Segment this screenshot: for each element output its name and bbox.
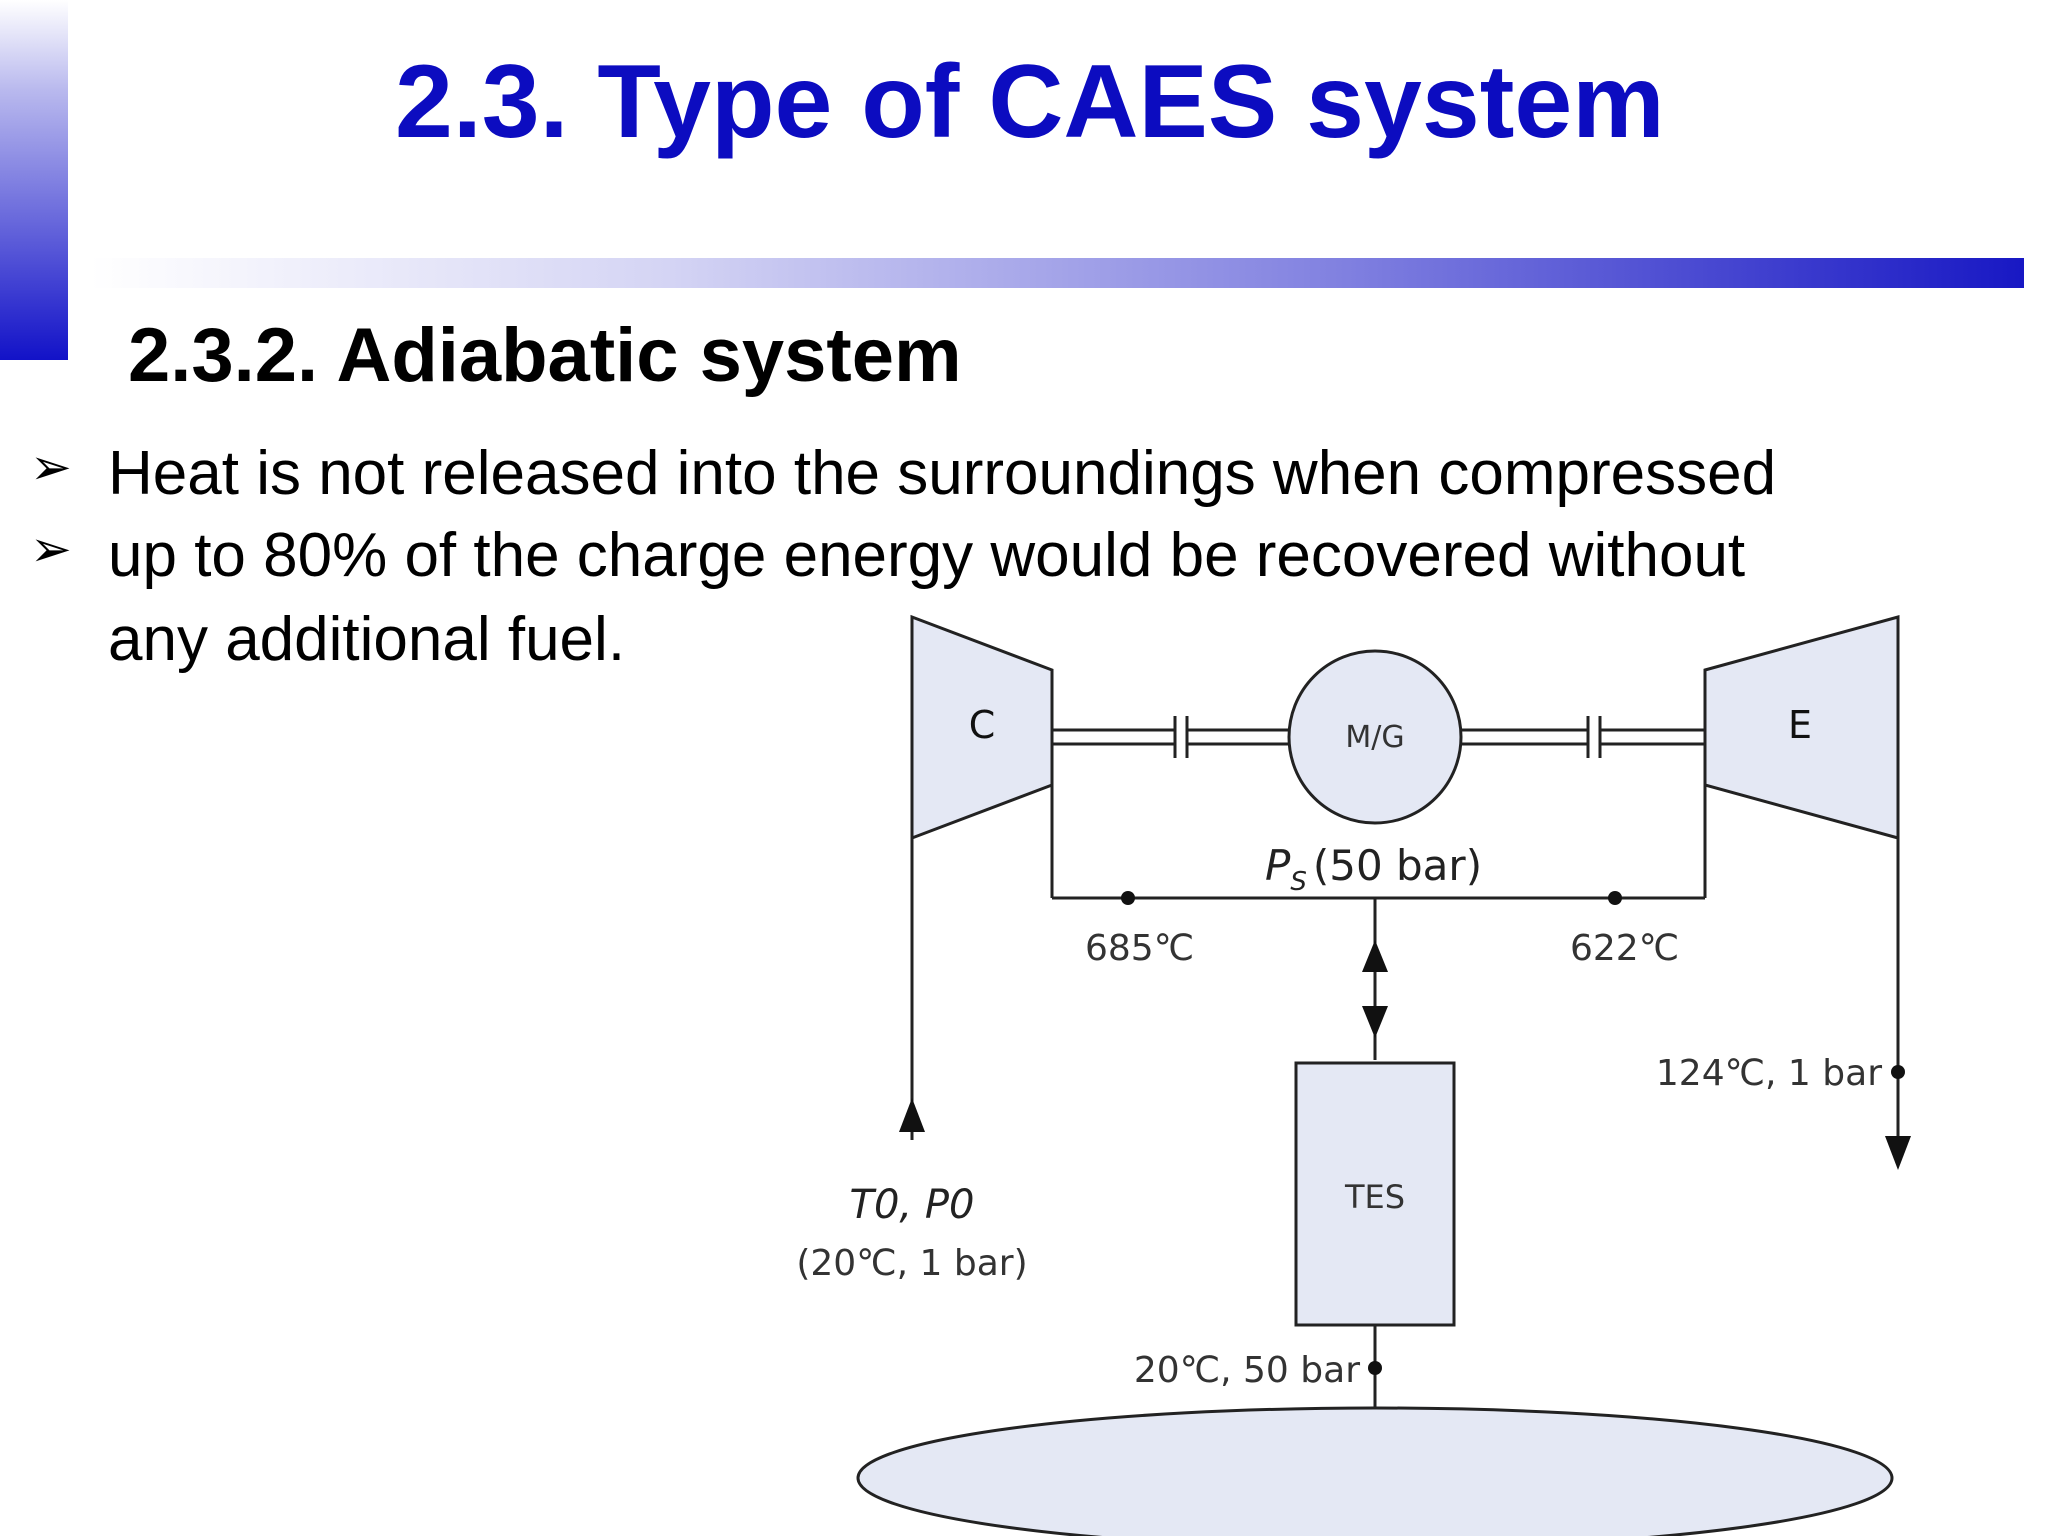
exhaust-condition-label: 124℃, 1 bar <box>1656 1053 1882 1094</box>
junction-dot <box>1891 1065 1905 1079</box>
junction-dot <box>1368 1361 1382 1375</box>
compressor-label: C <box>969 703 996 747</box>
bullet-text: Heat is not released into the surroundin… <box>108 439 1777 508</box>
inlet-condition-label: (20℃, 1 bar) <box>796 1243 1027 1284</box>
exhaust-arrow-icon <box>1885 1136 1911 1170</box>
section-subtitle: 2.3.2. Adiabatic system <box>128 313 962 398</box>
bullet-text-continuation: any additional fuel. <box>108 605 626 674</box>
title-divider <box>90 258 2024 288</box>
arrow-bullet-icon: ➢ <box>30 520 72 578</box>
temp-before-expander: 622℃ <box>1570 928 1679 969</box>
storage-pressure-label: PS(50 bar) <box>1265 841 1482 897</box>
tes-label: TES <box>1344 1178 1405 1216</box>
bullet-text: up to 80% of the charge energy would be … <box>108 521 1746 590</box>
expander-label: E <box>1788 703 1812 747</box>
shaft-right <box>1461 716 1705 758</box>
junction-dot <box>1121 891 1135 905</box>
arrow-bullet-icon: ➢ <box>30 438 72 496</box>
shaft-left <box>1052 716 1290 758</box>
slide-title: 2.3. Type of CAES system <box>395 44 1665 160</box>
motor-generator-circle <box>1287 649 1463 825</box>
temp-after-compressor: 685℃ <box>1085 928 1194 969</box>
motor-generator-label: M/G <box>1345 720 1404 755</box>
inlet-arrow-icon <box>899 1098 925 1132</box>
tes-charge-arrow-icon <box>1362 940 1388 972</box>
tes-discharge-arrow-icon <box>1362 1006 1388 1038</box>
pipe-lines <box>910 785 1900 1408</box>
tes-box <box>1294 1061 1456 1327</box>
cavern-condition-label: 20℃, 50 bar <box>1134 1350 1360 1391</box>
air-storage-cavern <box>856 1406 1894 1536</box>
left-accent-bar <box>0 0 68 360</box>
junction-dot <box>1608 891 1622 905</box>
inlet-symbol: T0, P0 <box>850 1182 975 1228</box>
